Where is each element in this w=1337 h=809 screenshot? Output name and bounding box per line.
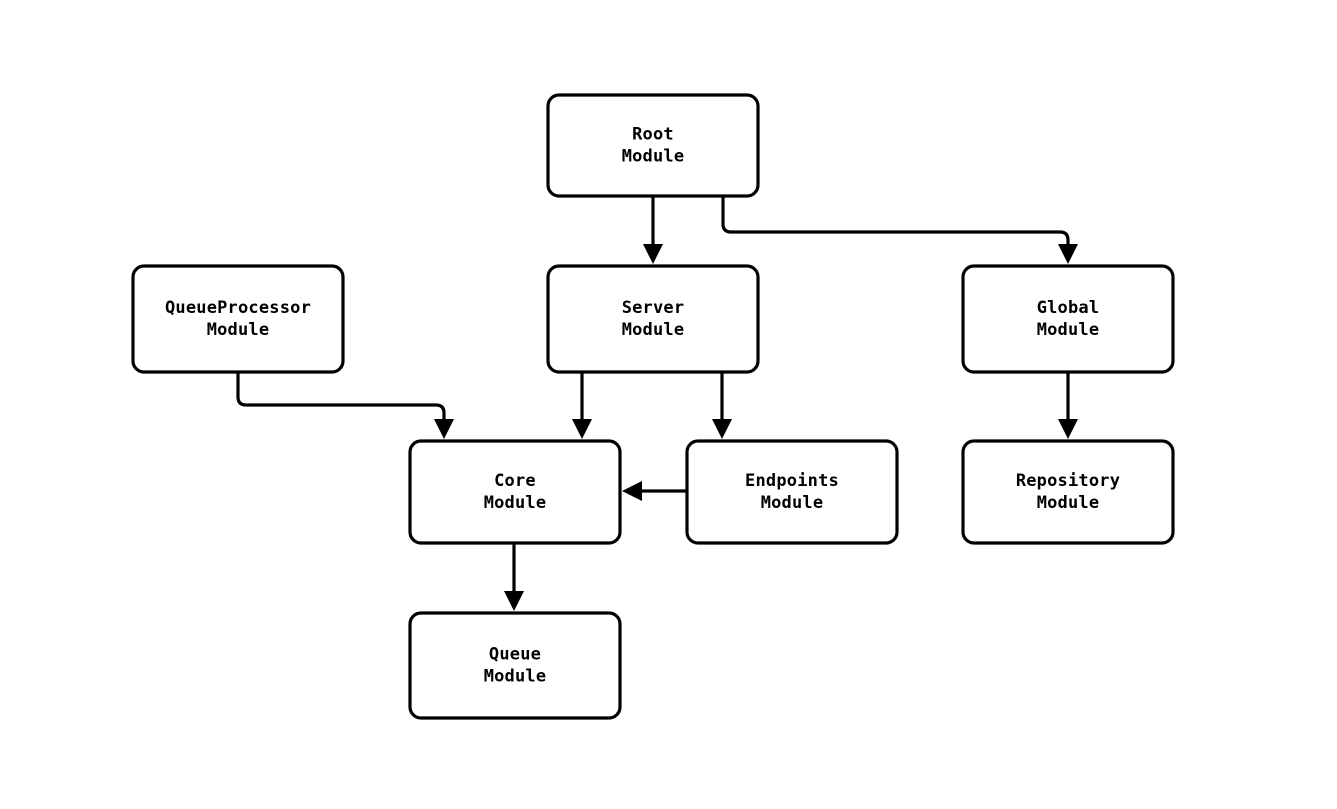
node-label-line2: Module (1037, 320, 1100, 340)
arrowhead-icon (434, 419, 454, 439)
node-box[interactable] (131, 264, 345, 374)
edge-server-to-core (572, 372, 592, 439)
arrowhead-icon (504, 591, 524, 611)
node-label-line2: Module (484, 667, 547, 687)
arrowhead-icon (712, 419, 732, 439)
node-label-line1: QueueProcessor (165, 298, 311, 318)
node-box[interactable] (961, 264, 1175, 374)
node-box[interactable] (408, 611, 622, 720)
node-box[interactable] (961, 439, 1175, 545)
node-box[interactable] (685, 439, 899, 545)
edge-line (721, 196, 1070, 248)
node-label-line1: Core (494, 471, 536, 491)
node-box[interactable] (546, 93, 760, 198)
arrowhead-icon (1058, 244, 1078, 264)
arrowhead-icon (572, 419, 592, 439)
edge-server-to-endpoints (712, 372, 732, 439)
node-label-line2: Module (484, 493, 547, 513)
edge-root-to-server (643, 196, 663, 264)
node-label-line2: Module (761, 493, 824, 513)
node-box[interactable] (408, 439, 622, 545)
node-box[interactable] (546, 264, 760, 374)
nodes-layer: RootModuleQueueProcessorModuleServerModu… (131, 93, 1175, 720)
arrowhead-icon (1058, 419, 1078, 439)
edge-endpoints-to-core (622, 481, 687, 501)
node-label-line1: Server (622, 298, 685, 318)
node-label-line1: Root (632, 125, 674, 145)
edges-layer (236, 196, 1078, 611)
arrowhead-icon (643, 244, 663, 264)
edge-root-to-global (721, 196, 1078, 264)
node-label-line2: Module (207, 320, 270, 340)
node-label-line2: Module (622, 147, 685, 167)
edge-core-to-queue (504, 543, 524, 611)
node-label-line2: Module (1037, 493, 1100, 513)
arrowhead-icon (622, 481, 642, 501)
edge-line (236, 372, 446, 423)
node-label-line1: Repository (1016, 471, 1120, 491)
node-label-line2: Module (622, 320, 685, 340)
edge-global-to-repository (1058, 372, 1078, 439)
node-label-line1: Queue (489, 645, 541, 665)
node-label-line1: Endpoints (745, 471, 839, 491)
edge-queueprocessor-to-core (236, 372, 454, 439)
node-label-line1: Global (1037, 298, 1100, 318)
